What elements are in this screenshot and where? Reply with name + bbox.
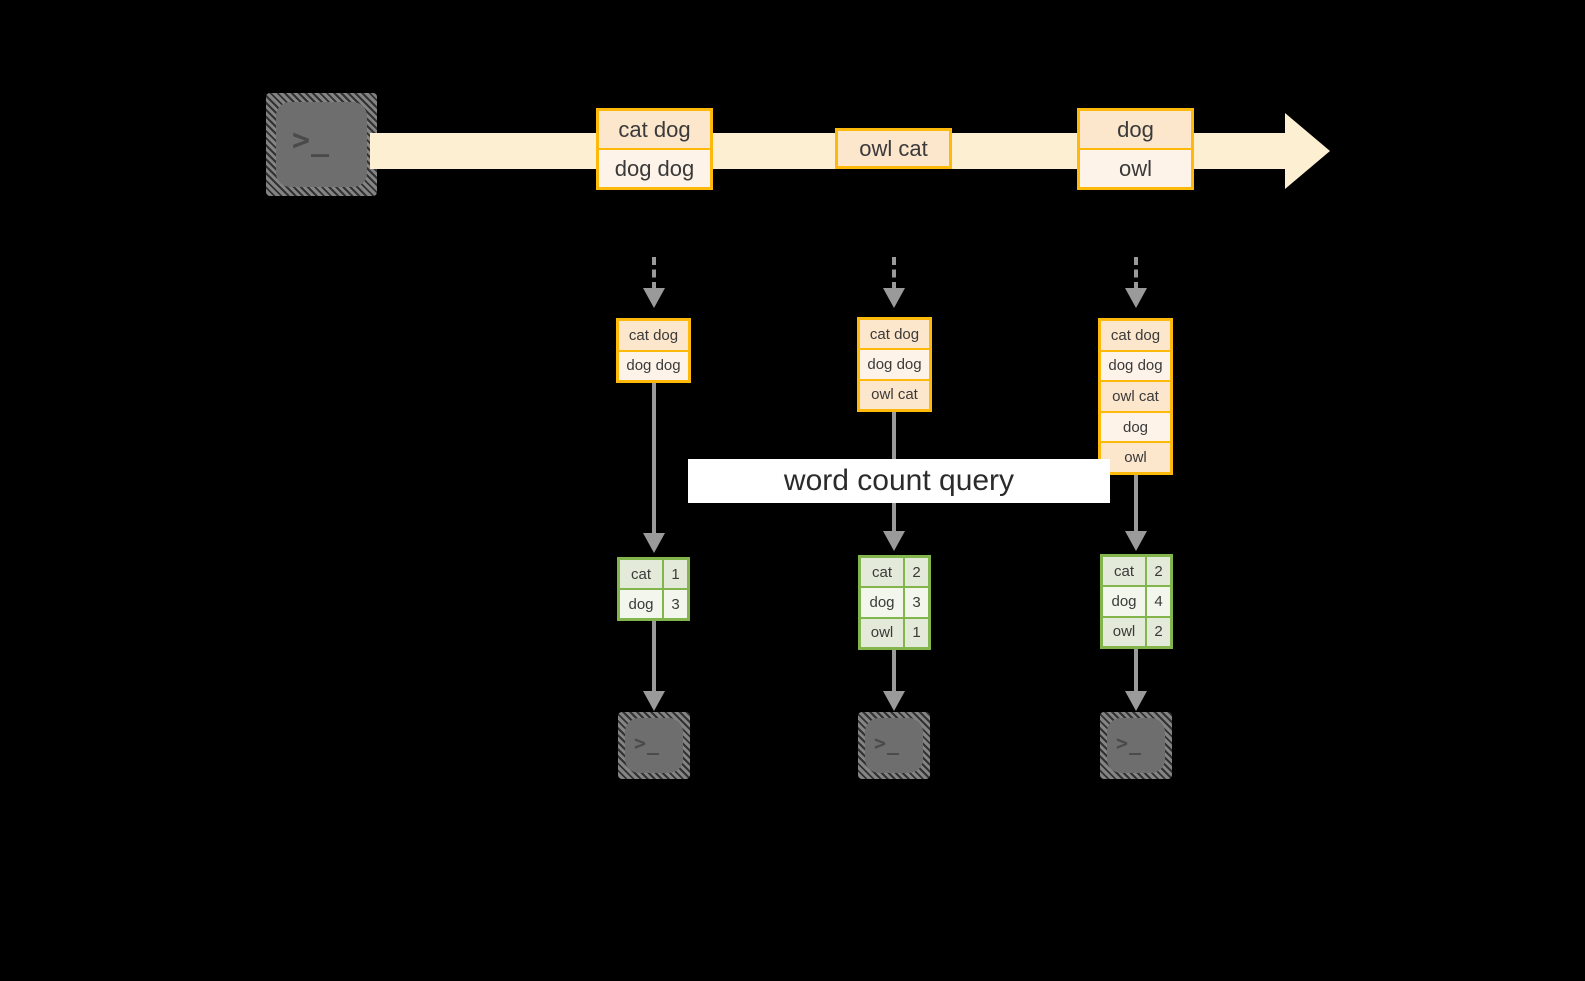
snapshot-3-event-row: dog dog: [1101, 351, 1170, 383]
snapshot-3-tap-arrowhead: [1125, 288, 1147, 308]
terminal-prompt-glyph: >_: [874, 731, 901, 755]
stream-event-1-line-1: cat dog: [599, 111, 710, 150]
result-count: 2: [905, 558, 928, 587]
snapshot-2-output-arrowhead: [883, 691, 905, 711]
result-word: cat: [861, 558, 905, 587]
table-row: owl 2: [1103, 617, 1170, 646]
source-terminal-icon: >_: [266, 93, 377, 196]
result-word: cat: [1103, 557, 1147, 586]
snapshot-3-sink-terminal-icon: >_: [1100, 712, 1172, 779]
table-row: owl 1: [861, 618, 928, 647]
result-count: 3: [905, 588, 928, 617]
terminal-prompt-glyph: >_: [1116, 731, 1143, 755]
snapshot-3-event-row: owl cat: [1101, 382, 1170, 413]
terminal-icon-body: [625, 718, 683, 773]
result-count: 4: [1147, 587, 1170, 616]
snapshot-1-event-log: cat dog dog dog: [616, 318, 691, 383]
table-row: cat 2: [1103, 557, 1170, 588]
snapshot-1-tap-line: [652, 257, 656, 290]
result-word: dog: [620, 590, 664, 618]
snapshot-1-output-arrowhead: [643, 691, 665, 711]
snapshot-1-sink-terminal-icon: >_: [618, 712, 690, 779]
snapshot-3-query-line: [1134, 475, 1138, 533]
snapshot-1-event-row: dog dog: [619, 351, 688, 380]
terminal-icon-body: [865, 718, 923, 773]
stream-event-2: owl cat: [835, 128, 952, 169]
snapshot-3-event-log: cat dog dog dog owl cat dog owl: [1098, 318, 1173, 475]
stream-event-3-line-2: owl: [1080, 150, 1191, 187]
table-row: dog 3: [861, 588, 928, 619]
snapshot-2-event-row: owl cat: [860, 380, 929, 409]
result-count: 2: [1147, 617, 1170, 646]
table-row: cat 1: [620, 560, 687, 590]
stream-event-1-line-2: dog dog: [599, 150, 710, 187]
snapshot-2-output-line: [892, 650, 896, 693]
query-label: word count query: [688, 459, 1110, 503]
snapshot-2-query-arrowhead: [883, 531, 905, 551]
snapshot-2-tap-line: [892, 257, 896, 290]
snapshot-3-event-row: dog: [1101, 412, 1170, 444]
table-row: dog 4: [1103, 587, 1170, 618]
snapshot-1-output-line: [652, 621, 656, 693]
result-word: cat: [620, 560, 664, 588]
snapshot-2-event-log: cat dog dog dog owl cat: [857, 317, 932, 412]
event-stream-arrowhead: [1285, 113, 1330, 189]
snapshot-3-output-line: [1134, 649, 1138, 693]
snapshot-1-query-arrowhead: [643, 533, 665, 553]
snapshot-2-sink-terminal-icon: >_: [858, 712, 930, 779]
snapshot-2-tap-arrowhead: [883, 288, 905, 308]
snapshot-2-result-table: cat 2 dog 3 owl 1: [858, 555, 931, 650]
result-word: dog: [861, 588, 905, 617]
snapshot-3-query-arrowhead: [1125, 531, 1147, 551]
snapshot-3-event-row: owl: [1101, 443, 1170, 472]
terminal-icon-body: [276, 102, 367, 187]
terminal-prompt-glyph: >_: [292, 123, 331, 158]
result-word: owl: [861, 618, 905, 647]
result-count: 2: [1147, 557, 1170, 586]
terminal-prompt-glyph: >_: [634, 731, 661, 755]
stream-event-1: cat dog dog dog: [596, 108, 713, 190]
table-row: dog 3: [620, 590, 687, 618]
stream-event-3: dog owl: [1077, 108, 1194, 190]
snapshot-3-output-arrowhead: [1125, 691, 1147, 711]
stream-event-2-line-1: owl cat: [859, 135, 928, 161]
result-count: 3: [664, 590, 687, 618]
result-word: dog: [1103, 587, 1147, 616]
snapshot-3-tap-line: [1134, 257, 1138, 290]
snapshot-1-result-table: cat 1 dog 3: [617, 557, 690, 621]
snapshot-2-event-row: cat dog: [860, 320, 929, 351]
snapshot-1-query-line: [652, 383, 656, 535]
result-count: 1: [905, 618, 928, 647]
snapshot-2-event-row: dog dog: [860, 350, 929, 381]
stream-event-3-line-1: dog: [1080, 111, 1191, 150]
query-label-text: word count query: [783, 464, 1015, 497]
result-word: owl: [1103, 617, 1147, 646]
snapshot-1-tap-arrowhead: [643, 288, 665, 308]
terminal-icon-body: [1107, 718, 1165, 773]
table-row: cat 2: [861, 558, 928, 589]
snapshot-1-event-row: cat dog: [619, 321, 688, 352]
snapshot-3-result-table: cat 2 dog 4 owl 2: [1100, 554, 1173, 649]
result-count: 1: [664, 560, 687, 588]
snapshot-3-event-row: cat dog: [1101, 321, 1170, 352]
